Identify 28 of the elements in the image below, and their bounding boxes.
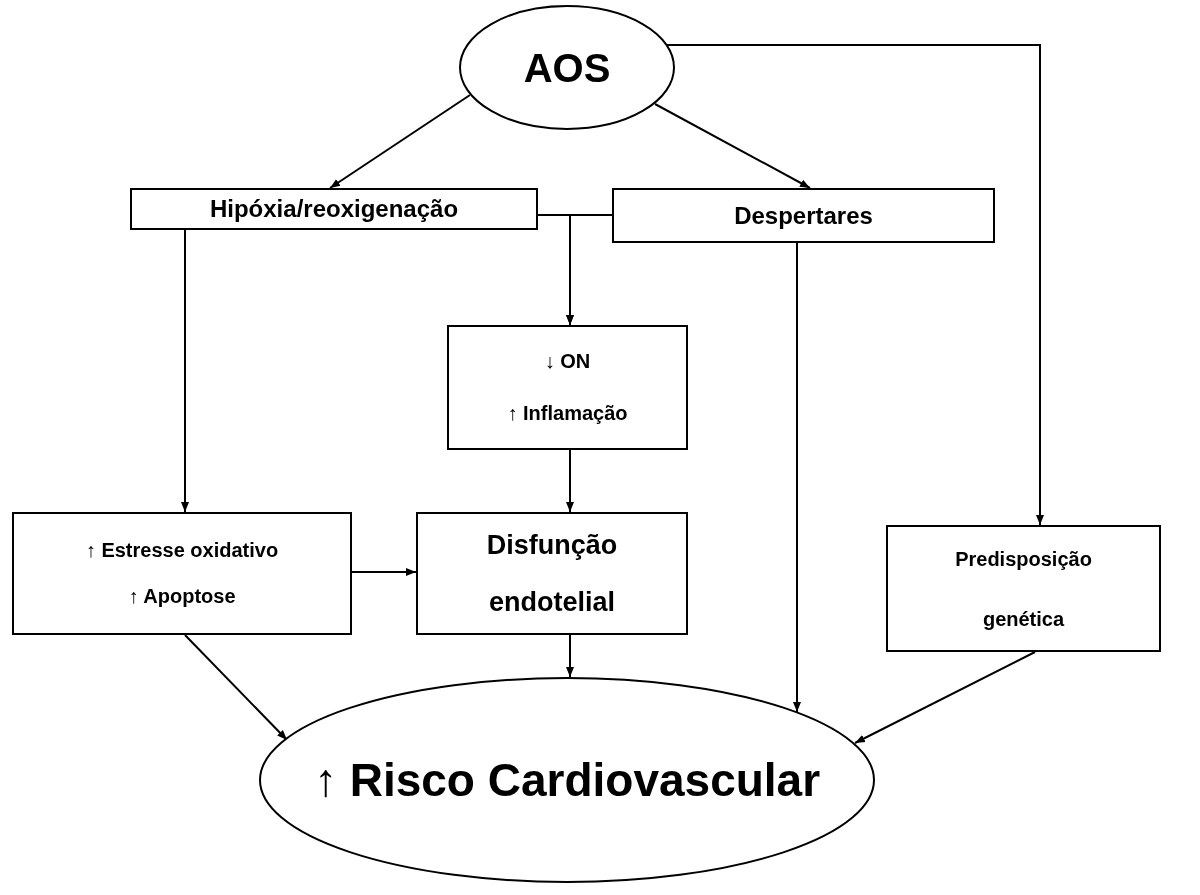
- process-box: [886, 525, 1161, 652]
- node-text: ↑ Apoptose: [128, 584, 236, 608]
- arrow: [566, 449, 574, 513]
- node-text: AOS: [523, 44, 611, 91]
- arrow: [854, 651, 1036, 744]
- arrow: [351, 568, 417, 576]
- process-box: [416, 512, 688, 635]
- arrow: [184, 634, 288, 741]
- node-text: ↑ Risco Cardiovascular: [313, 753, 821, 807]
- process-box: [130, 188, 538, 230]
- node-text: ↑ Inflamação: [507, 402, 628, 426]
- ellipse-node: [259, 677, 875, 883]
- node-text: Predisposição genética: [954, 546, 1093, 632]
- arrow: [793, 242, 801, 713]
- arrow: [181, 229, 189, 513]
- node-text: Hipóxia/reoxigenação: [209, 195, 459, 223]
- node-text: ↑ Estresse oxidativo: [85, 539, 279, 563]
- process-box: [447, 325, 688, 450]
- process-box: [12, 512, 352, 635]
- arrow: [566, 214, 613, 326]
- node-text: Disfunção endotelial: [485, 528, 619, 619]
- node-text: ↓ ON: [544, 349, 591, 373]
- ellipse-node: [459, 5, 675, 130]
- node-text: Despertares: [734, 201, 873, 230]
- arrow: [329, 94, 471, 189]
- arrow: [566, 634, 574, 678]
- arrow: [654, 103, 811, 189]
- process-box: [612, 188, 995, 243]
